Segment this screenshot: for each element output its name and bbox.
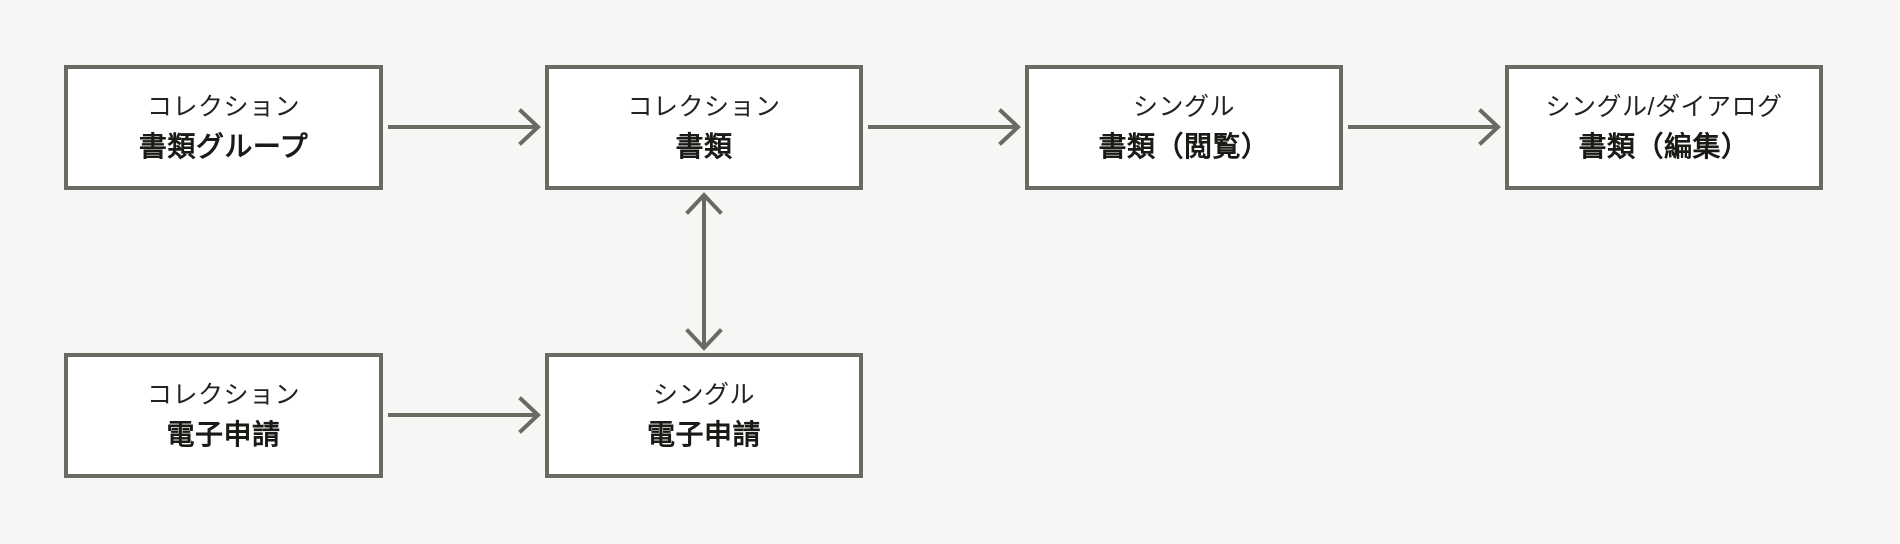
arrow-eapp-coll-to-eapp-single — [388, 396, 541, 434]
node-kind-label: コレクション — [146, 380, 300, 409]
node-eapp-single[interactable]: シングル 電子申請 — [545, 353, 863, 478]
node-doc-group[interactable]: コレクション 書類グループ — [64, 65, 383, 190]
arrow-doc-view-to-doc-edit — [1348, 108, 1501, 146]
node-doc-view[interactable]: シングル 書類（閲覧） — [1025, 65, 1343, 190]
node-title-label: 書類（編集） — [1578, 130, 1750, 162]
arrow-doc-group-to-doc-coll — [388, 108, 541, 146]
node-title-label: 書類 — [675, 130, 733, 162]
node-kind-label: コレクション — [146, 92, 300, 121]
arrow-doc-coll-to-doc-view — [868, 108, 1021, 146]
node-title-label: 電子申請 — [646, 418, 761, 450]
node-title-label: 書類グループ — [138, 130, 309, 162]
arrow-eapp-single-to-doc-coll-bidirectional — [685, 192, 723, 351]
node-kind-label: シングル — [652, 380, 755, 409]
node-kind-label: コレクション — [627, 92, 781, 121]
node-title-label: 電子申請 — [166, 418, 281, 450]
node-title-label: 書類（閲覧） — [1098, 130, 1270, 162]
node-kind-label: シングル/ダイアログ — [1545, 92, 1783, 121]
node-kind-label: シングル — [1132, 92, 1235, 121]
node-doc-coll[interactable]: コレクション 書類 — [545, 65, 863, 190]
node-eapp-coll[interactable]: コレクション 電子申請 — [64, 353, 383, 478]
node-doc-edit[interactable]: シングル/ダイアログ 書類（編集） — [1505, 65, 1823, 190]
